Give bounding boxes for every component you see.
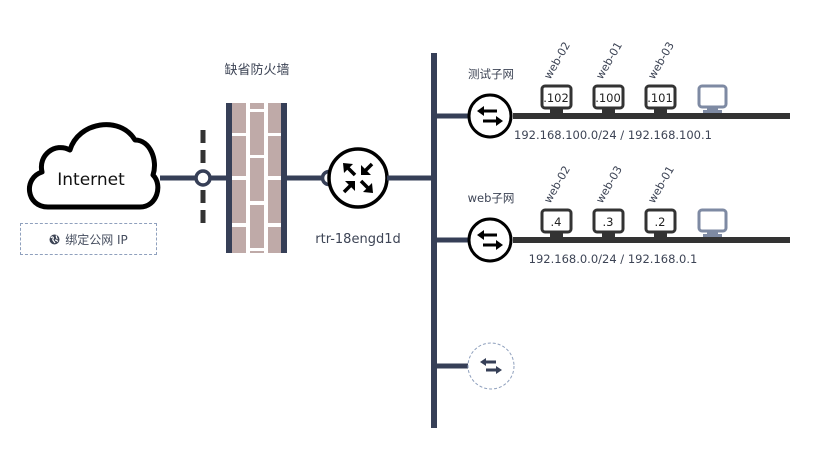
instance-node[interactable]: web-02 .4 (540, 164, 573, 238)
instance-name: web-03 (593, 164, 625, 206)
internet-node[interactable]: Internet (26, 122, 161, 210)
switch-arrows-icon (480, 358, 502, 374)
internet-label: Internet (57, 170, 125, 190)
instance-name: web-01 (593, 40, 625, 82)
subnet-name: web子网 (468, 191, 515, 205)
instance-name: web-03 (645, 40, 677, 82)
bind-public-ip-button[interactable]: 绑定公网 IP (20, 223, 157, 255)
bind-public-ip-label: 绑定公网 IP (65, 232, 128, 247)
router-node[interactable]: rtr-18engd1d (315, 147, 401, 247)
cloud-icon (26, 122, 161, 210)
brick-wall-icon (226, 103, 287, 253)
instance-name: web-01 (645, 164, 677, 206)
instance-ip: .4 (551, 215, 562, 229)
subnet-switch[interactable] (467, 217, 513, 263)
monitor-icon (697, 84, 728, 113)
switch-arrows-icon (477, 106, 503, 126)
add-subnet-button[interactable] (434, 342, 515, 390)
firewall-node[interactable]: 缺省防火墙 (224, 62, 290, 253)
instance-node[interactable]: web-03 .101 (644, 40, 677, 114)
add-instance-button[interactable] (697, 208, 728, 237)
instance-ip: .102 (543, 91, 569, 105)
subnet-test: 测试子网 192.168.100.0/24 / 192.168.100.1 we… (434, 40, 790, 142)
monitor-icon (697, 208, 728, 237)
router-name: rtr-18engd1d (315, 232, 400, 247)
instance-node[interactable]: web-02 .102 (540, 40, 573, 114)
subnet-cidr: 192.168.0.0/24 / 192.168.0.1 (529, 252, 698, 266)
subnet-web: web子网 192.168.0.0/24 / 192.168.0.1 web-0… (434, 164, 790, 266)
instance-ip: .2 (655, 215, 666, 229)
instance-node[interactable]: web-01 .100 (592, 40, 625, 114)
globe-icon (49, 234, 60, 245)
router-arrows-icon (342, 162, 374, 194)
subnet-cidr: 192.168.100.0/24 / 192.168.100.1 (514, 128, 712, 142)
switch-arrows-icon (477, 230, 503, 250)
instance-ip: .3 (603, 215, 614, 229)
instance-name: web-02 (541, 40, 573, 82)
instance-ip: .101 (647, 91, 673, 105)
instance-node[interactable]: web-01 .2 (644, 164, 677, 238)
instance-ip: .100 (595, 91, 621, 105)
subnet-switch[interactable] (467, 93, 513, 139)
instance-node[interactable]: web-03 .3 (592, 164, 625, 238)
add-instance-button[interactable] (697, 84, 728, 113)
public-ip-port[interactable] (194, 169, 212, 187)
subnet-name: 测试子网 (468, 67, 514, 81)
instance-name: web-02 (541, 164, 573, 206)
firewall-label: 缺省防火墙 (224, 62, 289, 78)
